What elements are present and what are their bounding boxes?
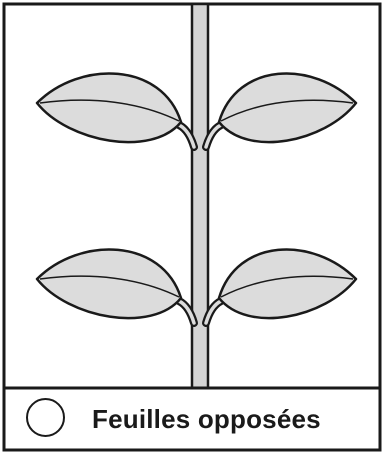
answer-radio-button[interactable] bbox=[26, 398, 65, 437]
plant-stem bbox=[192, 4, 208, 388]
caption-label: Feuilles opposées bbox=[92, 388, 321, 450]
caption-bar[interactable]: Feuilles opposées bbox=[4, 388, 380, 450]
